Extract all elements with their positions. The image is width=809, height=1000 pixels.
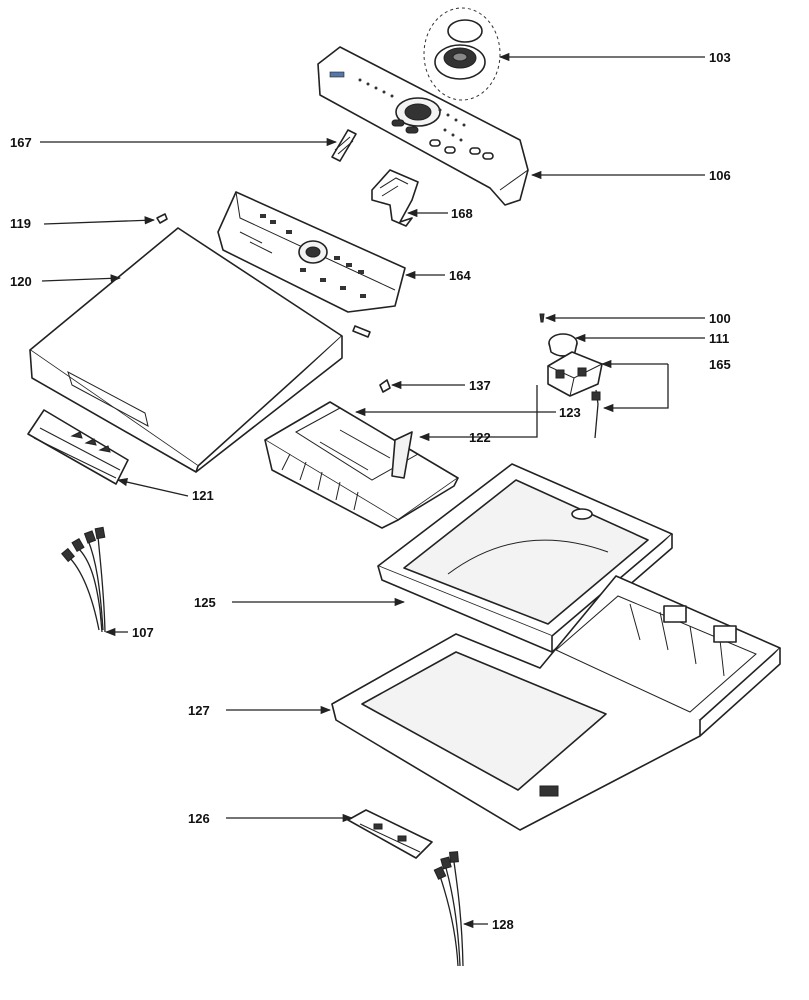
- label-111: 111: [709, 331, 729, 346]
- part-127-top-frame: [331, 575, 781, 831]
- part-106-control-panel: [317, 46, 529, 206]
- label-123: 123: [559, 405, 581, 420]
- label-120: 120: [10, 274, 32, 289]
- part-122-dispenser: [264, 401, 459, 529]
- label-103: 103: [709, 50, 731, 65]
- part-164-pcb: [217, 191, 406, 338]
- part-107-wire-harness: [61, 526, 106, 633]
- label-119: 119: [10, 216, 31, 231]
- label-165: 165: [709, 357, 731, 372]
- part-165-valve: [547, 351, 603, 439]
- label-107: 107: [132, 625, 154, 640]
- label-128: 128: [492, 917, 514, 932]
- label-125: 125: [194, 595, 216, 610]
- label-100: 100: [709, 311, 731, 326]
- part-167-lever: [331, 129, 357, 162]
- part-128-wire-harness: [433, 851, 464, 967]
- part-168-bracket: [371, 169, 419, 227]
- leader-lines: [40, 52, 705, 929]
- part-100-screw: [539, 313, 545, 323]
- part-121-handle: [27, 409, 129, 485]
- label-121: 121: [192, 488, 214, 503]
- label-167: 167: [10, 135, 32, 150]
- label-126: 126: [188, 811, 210, 826]
- label-137: 137: [469, 378, 491, 393]
- label-168: 168: [451, 206, 473, 221]
- part-137-clip: [379, 379, 391, 393]
- part-labels: 103 106 167 168 119 120 164 100 111 165 …: [10, 50, 731, 932]
- label-164: 164: [449, 268, 471, 283]
- label-106: 106: [709, 168, 731, 183]
- label-127: 127: [188, 703, 210, 718]
- part-103-knob: [423, 7, 501, 101]
- label-122: 122: [469, 430, 491, 445]
- part-120-top-lid: [29, 227, 343, 473]
- part-119-pin: [156, 213, 168, 224]
- part-126-bracket: [347, 809, 433, 859]
